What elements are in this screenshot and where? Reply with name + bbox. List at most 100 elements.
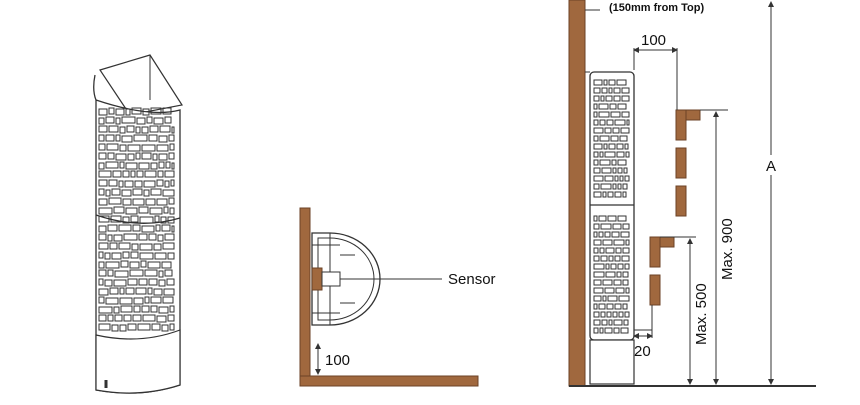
lattice-cell xyxy=(593,95,600,102)
lattice-cell xyxy=(593,303,598,310)
lattice-cell xyxy=(141,225,155,233)
lattice-cell xyxy=(105,189,111,197)
lattice-cell xyxy=(115,108,125,116)
lattice-cell xyxy=(118,224,132,232)
lattice-cell xyxy=(612,127,620,134)
lattice-cell xyxy=(124,180,134,188)
lattice-cell xyxy=(606,303,614,310)
lattice-cell xyxy=(162,107,172,115)
lattice-cell xyxy=(115,117,121,125)
lattice-cell xyxy=(621,111,630,118)
lattice-cell xyxy=(129,269,144,277)
heater-stone-lattice xyxy=(98,107,175,332)
lattice-cell xyxy=(98,269,107,277)
lattice-cell xyxy=(610,135,619,142)
top-view-distance-label: 100 xyxy=(325,352,350,369)
lattice-cell xyxy=(114,270,129,278)
lattice-cell xyxy=(158,270,164,278)
height-a-label: A xyxy=(766,158,776,175)
lattice-cell xyxy=(608,143,616,150)
lattice-cell xyxy=(113,206,125,214)
lattice-cell xyxy=(622,279,629,286)
lattice-cell xyxy=(606,119,614,126)
lattice-cell xyxy=(624,263,630,270)
lattice-cell xyxy=(161,224,171,232)
lattice-cell xyxy=(608,255,614,262)
lattice-cell xyxy=(135,126,141,134)
lattice-cell xyxy=(166,278,175,286)
lattice-cell xyxy=(600,95,605,102)
lattice-cell xyxy=(601,167,612,174)
lattice-cell xyxy=(593,119,599,126)
lattice-cell xyxy=(622,271,629,278)
lattice-cell xyxy=(622,191,627,198)
lattice-cell xyxy=(618,295,630,302)
lattice-cell xyxy=(156,315,167,323)
lattice-cell xyxy=(98,225,107,233)
lattice-cell xyxy=(127,144,141,152)
lattice-cell xyxy=(142,108,150,116)
lattice-cell xyxy=(104,279,113,287)
lattice-cell xyxy=(618,311,624,318)
lattice-cell xyxy=(111,252,122,260)
lattice-cell xyxy=(599,159,611,166)
lattice-cell xyxy=(150,107,162,115)
lattice-cell xyxy=(159,125,171,133)
lattice-cell xyxy=(108,107,115,115)
lattice-cell xyxy=(106,143,119,151)
lattice-cell xyxy=(131,107,142,115)
lattice-cell xyxy=(599,327,604,334)
lattice-cell xyxy=(113,279,127,287)
lattice-cell xyxy=(623,167,628,174)
lattice-cell xyxy=(98,251,104,259)
lattice-cell xyxy=(593,143,603,150)
lattice-cell xyxy=(132,188,143,196)
lattice-cell xyxy=(98,323,111,331)
lattice-cell xyxy=(593,255,600,262)
lattice-cell xyxy=(138,206,149,214)
lattice-cell xyxy=(113,234,123,242)
lattice-cell xyxy=(119,161,125,169)
lattice-cell xyxy=(98,117,105,125)
lattice-cell xyxy=(118,180,124,188)
lattice-cell xyxy=(613,239,625,246)
lattice-cell xyxy=(115,134,121,142)
lattice-cell xyxy=(169,143,175,151)
lattice-cell xyxy=(123,314,132,322)
lattice-cell xyxy=(132,314,142,322)
lattice-cell xyxy=(167,314,175,322)
lattice-cell xyxy=(98,188,105,196)
lattice-cell xyxy=(599,247,605,254)
lattice-cell xyxy=(598,303,606,310)
lattice-cell xyxy=(156,179,164,187)
lattice-cell xyxy=(144,296,150,304)
lattice-cell xyxy=(122,251,130,259)
lattice-cell xyxy=(593,135,599,142)
lattice-cell xyxy=(158,306,169,314)
lattice-cell xyxy=(608,79,616,86)
lattice-cell xyxy=(600,183,612,190)
lattice-cell xyxy=(599,119,606,126)
lattice-cell xyxy=(138,233,148,241)
lattice-cell xyxy=(622,303,628,310)
lattice-cell xyxy=(125,162,138,170)
lattice-cell xyxy=(624,143,629,150)
lattice-cell xyxy=(155,224,161,232)
lattice-cell xyxy=(132,224,141,232)
lattice-cell xyxy=(139,252,154,260)
lattice-cell xyxy=(130,170,136,178)
lattice-cell xyxy=(130,251,139,259)
lattice-cell xyxy=(157,234,164,242)
lattice-cell xyxy=(604,287,615,294)
lattice-cell xyxy=(604,175,614,182)
side-wall xyxy=(568,0,586,387)
lattice-cell xyxy=(620,327,629,334)
lattice-cell xyxy=(601,319,608,326)
lattice-cell xyxy=(169,207,175,215)
lattice-cell xyxy=(158,161,165,169)
lattice-cell xyxy=(98,233,107,241)
lattice-cell xyxy=(614,175,619,182)
lattice-cell xyxy=(107,234,113,242)
lattice-cell xyxy=(149,125,159,133)
lattice-cell xyxy=(161,324,169,332)
